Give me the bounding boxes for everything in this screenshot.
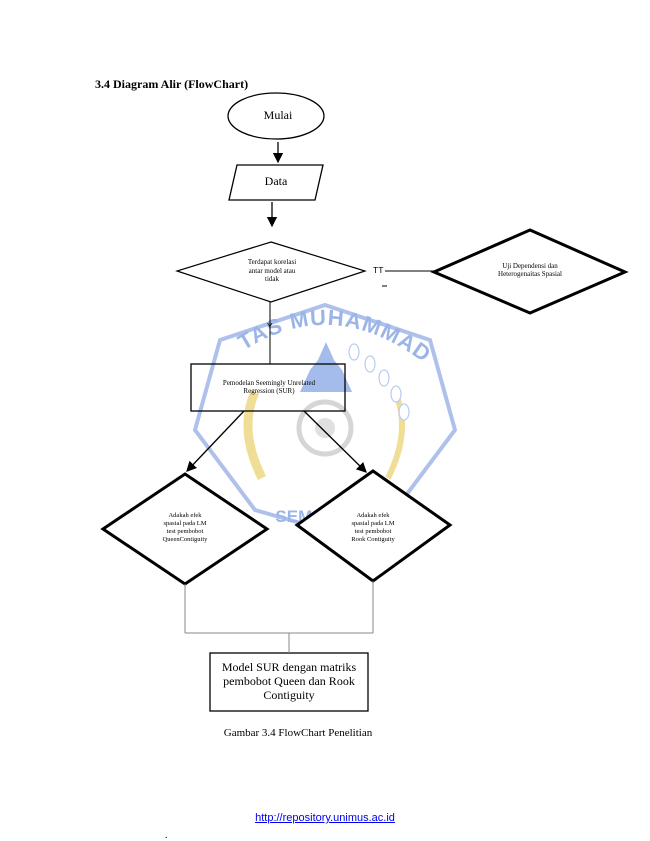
start-terminal [227,92,325,140]
correlation-decision-label: Terdapat korelasi antar model atau tidak [217,251,327,291]
arrow-sur-to-rook [303,410,367,473]
result-line-2: pembobot Queen dan Rook [223,674,355,689]
yes-branch-label: Y [267,321,273,331]
queen-line-1: Adakah efek [168,511,202,519]
rook-line-1: Adakah efek [356,511,390,519]
queen-line-3: test pembobot [166,528,204,535]
data-label: Data [264,174,288,189]
correlation-line-1: Terdapat korelasi [247,258,297,267]
rook-line-3: test pembobot [354,528,392,535]
correlation-line-2: antar model atau [248,266,296,275]
rook-line-2: spasial pada LM [351,519,395,527]
dependency-test-label: Uji Dependensi dan Heterogenaitas Spasia… [470,256,590,284]
result-line-3: Contiguity [263,687,315,702]
sur-model-label: Pemodelan Seemingly Unrelated Regression… [195,370,343,404]
result-label: Model SUR dengan matriks pembobot Queen … [212,656,366,708]
figure-caption: Gambar 3.4 FlowChart Penelitian [223,727,373,739]
correlation-line-3: tidak [265,275,279,284]
queen-line-2: spasial pada LM [163,519,207,527]
repository-link[interactable]: http://repository.unimus.ac.id [255,812,395,824]
sur-model-process-shape [190,363,346,412]
dependency-test-decision-shape [430,228,629,315]
queen-decision-label: Adakah efek spasial pada LM test pembobo… [135,503,235,553]
dependency-line-2: Heterogenaitas Spasial [498,270,562,278]
section-heading: 3.4 Diagram Alir (FlowChart) [95,77,249,91]
arrow-sur-to-queen [186,410,245,472]
rook-line-4: Rook Contiguity [351,536,395,544]
svg-text:TAS MUHAMMADIYAH: TAS MUHAMMADIYAH [0,0,436,367]
watermark-top-text: TAS MUHAMMADIYAH [0,0,435,367]
correlation-decision-shape [175,241,367,303]
result-process-shape [209,652,369,712]
dependency-line-1: Uji Dependensi dan [502,261,558,270]
start-label: Mulai [263,108,293,123]
sur-line-1: Pemodelan Seemingly Unrelated [222,378,316,387]
sur-line-2: Regression (SUR) [243,387,295,395]
footer-mark: . [165,830,168,841]
data-io-shape [228,164,324,201]
result-line-1: Model SUR dengan matriks [221,660,357,675]
no-branch-label: TT [373,265,384,275]
queen-line-4: QueenContiguity [162,536,208,544]
rook-decision-label: Adakah efek spasial pada LM test pembobo… [318,503,428,553]
